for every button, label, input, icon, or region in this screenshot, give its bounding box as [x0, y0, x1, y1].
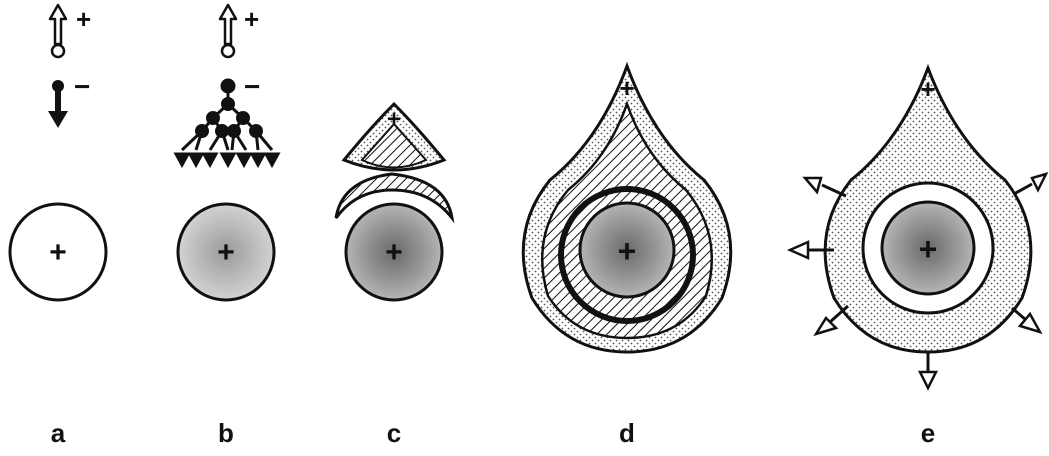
negative-sign: −	[74, 71, 90, 102]
outward-arrow-icon	[920, 352, 936, 388]
outward-arrow-icon	[1014, 174, 1046, 194]
panel-e: + +	[790, 68, 1046, 388]
core-sign: +	[385, 236, 403, 269]
core-sign: +	[618, 233, 637, 269]
outward-arrow-icon	[1012, 308, 1040, 332]
outward-arrow-icon	[816, 306, 848, 334]
panel-d: + +	[523, 66, 730, 352]
panel-label-a: a	[38, 418, 78, 449]
positive-sign: +	[244, 4, 259, 34]
hole-arrow-icon	[220, 5, 236, 57]
electron-cascade-icon	[176, 80, 278, 165]
panel-a: + − +	[10, 4, 106, 300]
core-sign: +	[217, 236, 235, 269]
positive-sign: +	[920, 74, 935, 104]
panel-label-e: e	[908, 418, 948, 449]
outward-arrow-icon	[805, 178, 846, 196]
panel-label-b: b	[206, 418, 246, 449]
panel-label-d: d	[607, 418, 647, 449]
core-sign: +	[919, 231, 938, 267]
negative-sign: −	[244, 71, 260, 102]
panel-b: + −	[176, 4, 278, 300]
positive-sign: +	[76, 4, 91, 34]
panel-c: + +	[336, 104, 452, 300]
positive-sign: +	[619, 73, 634, 103]
panel-label-c: c	[374, 418, 414, 449]
positive-sign: +	[387, 106, 401, 133]
hole-arrow-icon	[50, 5, 66, 57]
electron-arrow-icon	[48, 80, 68, 128]
core-sign: +	[49, 236, 67, 269]
